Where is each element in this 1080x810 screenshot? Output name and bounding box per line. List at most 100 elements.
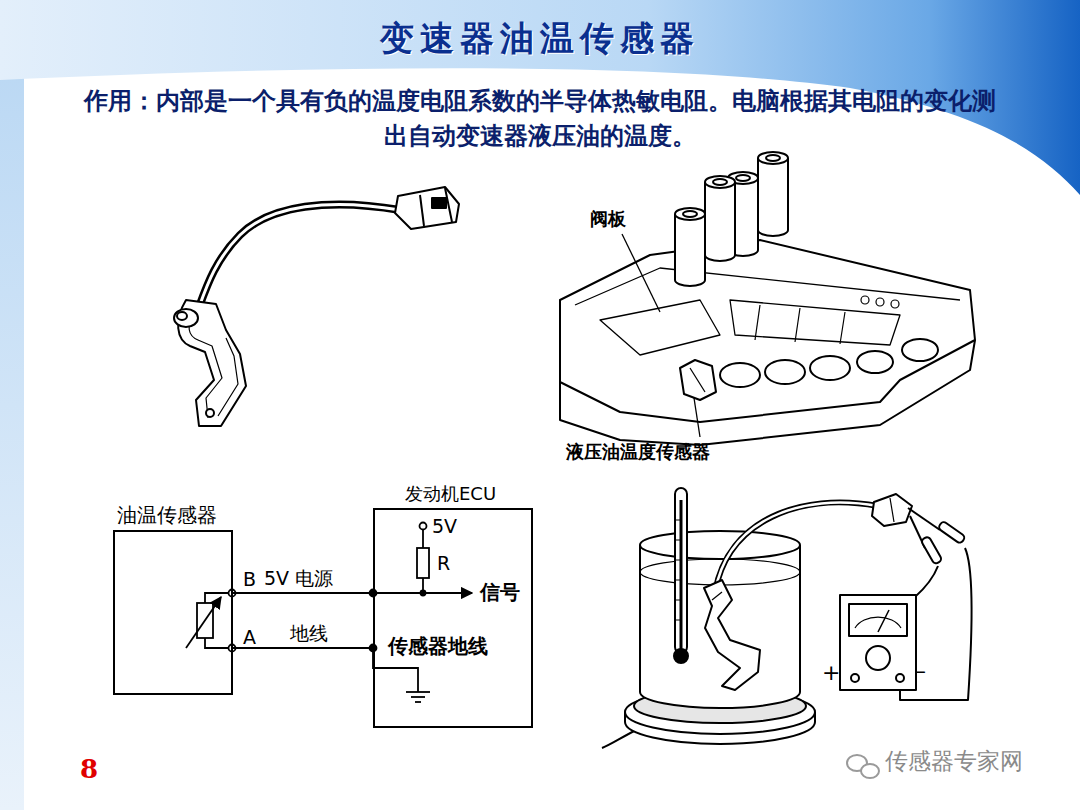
sensor-harness-illustration [177,312,187,320]
valve-body-illustration [560,240,975,422]
circuit-wiring [421,591,426,596]
wire-label: 5V 电源 [262,567,335,590]
valve-body-illustration [736,175,750,181]
sensor-harness-illustration [198,204,400,310]
valve-body-illustration [730,300,900,345]
sensor-harness-illustration [189,312,222,418]
beaker-test-illustration [640,531,800,559]
beaker-test-illustration [849,604,907,636]
beaker-test-illustration [715,503,878,592]
beaker-test-illustration [921,536,943,565]
valve-body-illustration [690,368,705,392]
valve-body-illustration [705,182,735,261]
circuit-box: 发动机ECU [373,508,533,728]
beaker-test-illustration [602,488,972,748]
box-heading: 发动机ECU [405,483,496,505]
valve-body-illustration [675,214,705,286]
sensor-harness-illustration [198,204,400,310]
beaker-test-illustration [938,521,966,544]
valve-body-illustration [560,152,975,445]
valve-body-illustration [876,298,884,306]
sensor-harness-illustration [445,188,452,222]
supply-voltage: 5V [432,515,457,538]
circuit-wiring [406,691,430,693]
circuit-box: 油温传感器 [113,530,233,695]
valve-body-illustration [758,158,788,236]
ground-name: 传感器地线 [388,634,488,658]
sensor-harness-illustration [174,187,459,426]
title-band [0,0,1080,195]
valve-body-illustration [575,268,960,305]
beaker-test-illustration [851,674,859,682]
beaker-test-illustration [840,595,916,690]
circuit-wiring [415,701,421,703]
circuit-wiring [417,548,429,578]
valve-body-illustration [891,300,899,308]
circuit-wiring [411,696,425,698]
sensor-harness-illustration [218,338,238,416]
watermark-icon [861,764,879,778]
valve-body-illustration [675,208,705,220]
slide-title: 变速器油温传感器 [0,18,1080,59]
sensor-harness-illustration [395,187,459,229]
signal-name: 信号 [480,580,520,604]
wire-label: 地线 [288,622,330,645]
valve-body-illustration [600,300,720,355]
part-name: 阀板 [590,208,626,230]
watermark-icon [847,755,879,778]
beaker-test-illustration [908,508,940,530]
pin-name: B [243,568,256,591]
beaker-test-illustration [890,498,894,522]
sensor-harness-illustration [174,309,198,327]
valve-body-illustration [810,356,850,380]
beaker-test-illustration [866,646,890,670]
beaker-test-illustration [872,494,912,526]
valve-body-illustration [755,305,760,340]
resistor-name: R [437,552,450,575]
circuit-wiring [186,523,472,703]
function-note: 作用：内部是一个具有负的温度电阻系数的半导体热敏电阻。电脑根据其电阻的变化测出自… [80,84,1000,154]
beaker-test-illustration [715,503,878,592]
valve-body-illustration [683,211,697,217]
box-heading: 油温传感器 [117,503,217,527]
beaker-test-illustration [675,520,680,620]
valve-body-illustration [720,363,760,387]
part-name: 液压油温度传感器 [566,441,710,463]
valve-body-illustration [902,339,938,361]
beaker-test-illustration [675,488,687,653]
beaker-test-illustration [896,674,904,682]
beaker-test-illustration [855,617,901,628]
meter-polarity: – [915,658,926,684]
side-strip [0,0,24,810]
beaker-test-illustration [680,500,683,650]
valve-body-illustration [680,360,716,400]
valve-body-illustration [713,179,727,185]
valve-body-illustration [560,340,975,445]
valve-body-illustration [766,155,780,161]
circuit-wiring [422,530,424,548]
valve-body-illustration [758,152,788,164]
valve-body-illustration [795,308,800,342]
sensor-harness-illustration [432,198,446,208]
leader-line [622,234,700,437]
leader-line [622,234,660,312]
circuit-wiring [420,523,427,530]
sensor-harness-illustration [206,409,214,417]
sensor-harness-illustration [420,195,424,226]
beaker-test-illustration [712,592,722,600]
watermark: 传感器专家网 [885,748,1023,776]
meter-polarity: + [822,660,840,686]
valve-body-illustration [857,351,893,373]
beaker-test-illustration [704,580,760,690]
valve-body-illustration [705,176,735,188]
valve-body-illustration [861,296,869,304]
beaker-test-illustration [878,610,889,632]
wire [233,592,373,594]
leader-line [694,398,700,437]
